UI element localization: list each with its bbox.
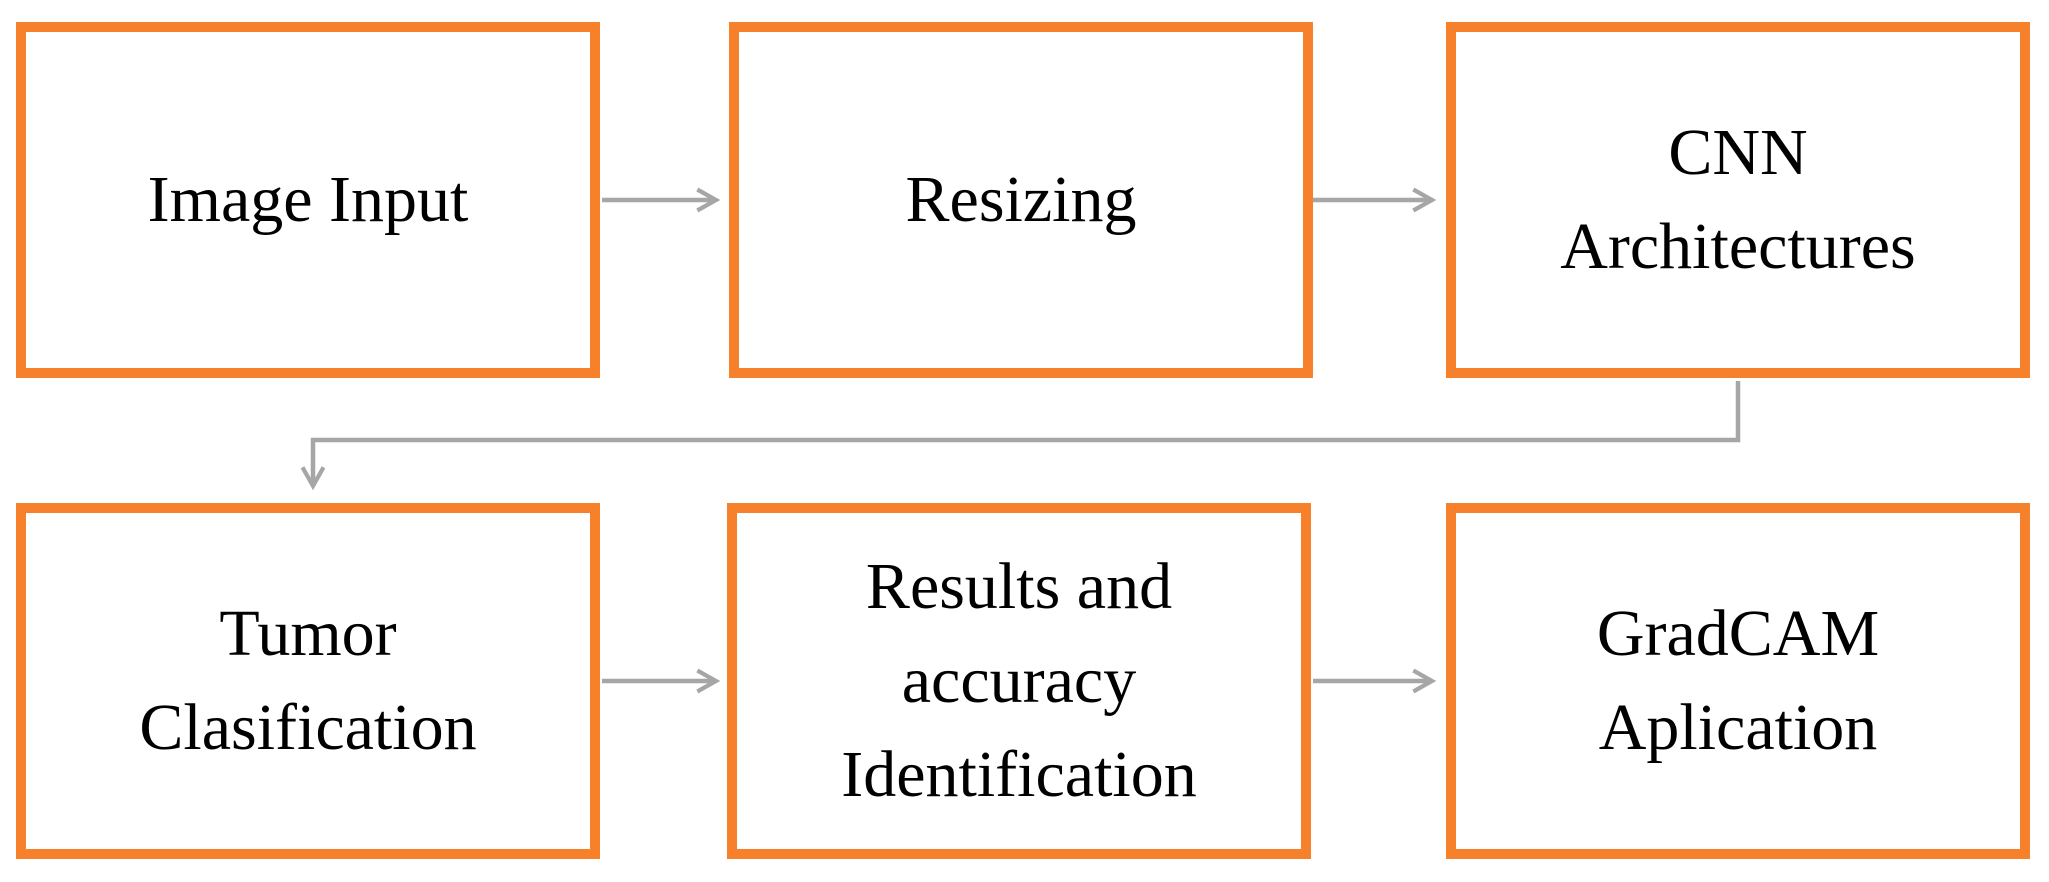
node-cnn-architectures: CNN Architectures [1446, 22, 2030, 378]
node-label-line: Architectures [1560, 210, 1916, 283]
node-resizing: Resizing [729, 22, 1313, 378]
node-image-input: Image Input [16, 22, 600, 378]
node-label-line: Identification [841, 737, 1197, 811]
node-label-line: Results and [865, 550, 1173, 624]
node-label-line: Aplication [1598, 691, 1878, 764]
node-label-line: Tumor [219, 597, 397, 671]
node-results-accuracy-identification: Results and accuracy Identification [727, 503, 1311, 859]
connector-cnn-architectures-to-tumor-clasification [300, 381, 1741, 491]
node-label-line: CNN [1668, 116, 1808, 190]
node-label-line: Resizing [905, 163, 1137, 237]
node-tumor-clasification: Tumor Clasification [16, 503, 600, 859]
node-label-line: accuracy [901, 644, 1137, 718]
node-label-line: GradCAM [1596, 597, 1880, 671]
node-gradcam-aplication: GradCAM Aplication [1446, 503, 2030, 859]
node-label-line: Clasification [139, 691, 477, 764]
node-label-line: Image Input [147, 163, 469, 237]
